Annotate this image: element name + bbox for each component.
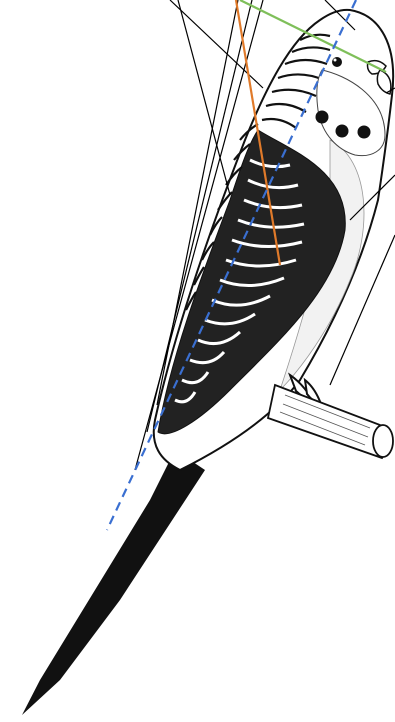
eye-highlight <box>334 59 337 62</box>
throat-spot <box>336 125 349 138</box>
budgerigar-figure <box>22 10 393 715</box>
throat-spot <box>358 126 371 139</box>
throat-spot <box>316 111 329 124</box>
tail-feathers <box>22 450 205 715</box>
perch <box>268 385 393 458</box>
leader-line <box>178 0 230 195</box>
eye <box>332 57 342 67</box>
